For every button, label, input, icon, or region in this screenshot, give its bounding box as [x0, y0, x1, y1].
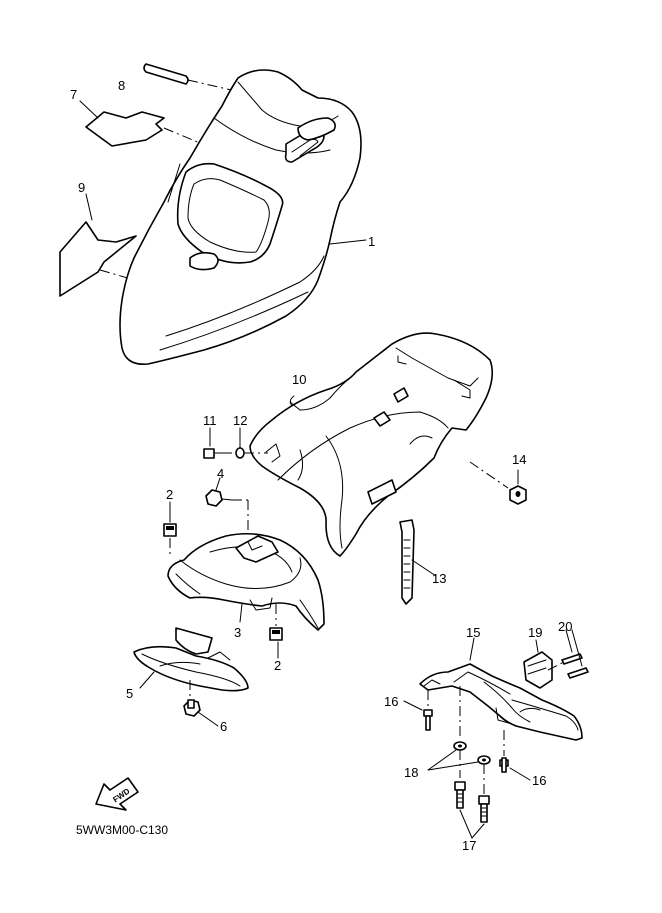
fwd-arrow-icon: FWD [95, 777, 139, 811]
part-15-fender [419, 637, 583, 756]
part-16-screw-right [499, 757, 531, 781]
callout-16-right: 16 [532, 773, 546, 788]
callout-2-lower: 2 [274, 658, 281, 673]
callout-17: 17 [462, 838, 476, 853]
callout-2-upper: 2 [166, 487, 173, 502]
part-17-bolts [454, 781, 490, 839]
callout-11: 11 [203, 413, 217, 428]
part-20-pins [547, 629, 589, 679]
callout-5: 5 [126, 686, 133, 701]
callout-4: 4 [217, 466, 224, 481]
callout-16-left: 16 [384, 694, 398, 709]
callout-1: 1 [368, 234, 375, 249]
part-18-washers [427, 741, 491, 794]
part-2-nut-upper [163, 501, 177, 556]
callout-19: 19 [528, 625, 542, 640]
part-8-rod [143, 63, 241, 93]
part-13-cable-tie [399, 519, 437, 605]
part-3-bracket [167, 532, 325, 631]
part-12-washer [235, 427, 268, 459]
part-19-clip [523, 639, 553, 689]
callout-3: 3 [234, 625, 241, 640]
part-11-screw [203, 427, 236, 459]
callout-9: 9 [78, 180, 85, 195]
callout-18: 18 [404, 765, 418, 780]
callout-14: 14 [512, 452, 526, 467]
part-2-nut-lower [269, 604, 283, 659]
callout-12: 12 [233, 413, 247, 428]
callout-13: 13 [432, 571, 446, 586]
callout-6: 6 [220, 719, 227, 734]
callout-20: 20 [558, 619, 572, 634]
part-4-bolt [205, 477, 249, 536]
callout-15: 15 [466, 625, 480, 640]
diagram-code: 5WW3M00-C130 [76, 823, 168, 837]
part-6-bolt [183, 699, 219, 727]
part-10-inner-panel [249, 332, 494, 557]
callout-7: 7 [70, 87, 77, 102]
callout-8: 8 [118, 78, 125, 93]
part-5-guard [133, 627, 249, 700]
part-14-nut [469, 461, 527, 505]
part-1-front-cover [119, 69, 367, 365]
part-16-screw-left [403, 700, 433, 731]
callout-10: 10 [292, 372, 306, 387]
